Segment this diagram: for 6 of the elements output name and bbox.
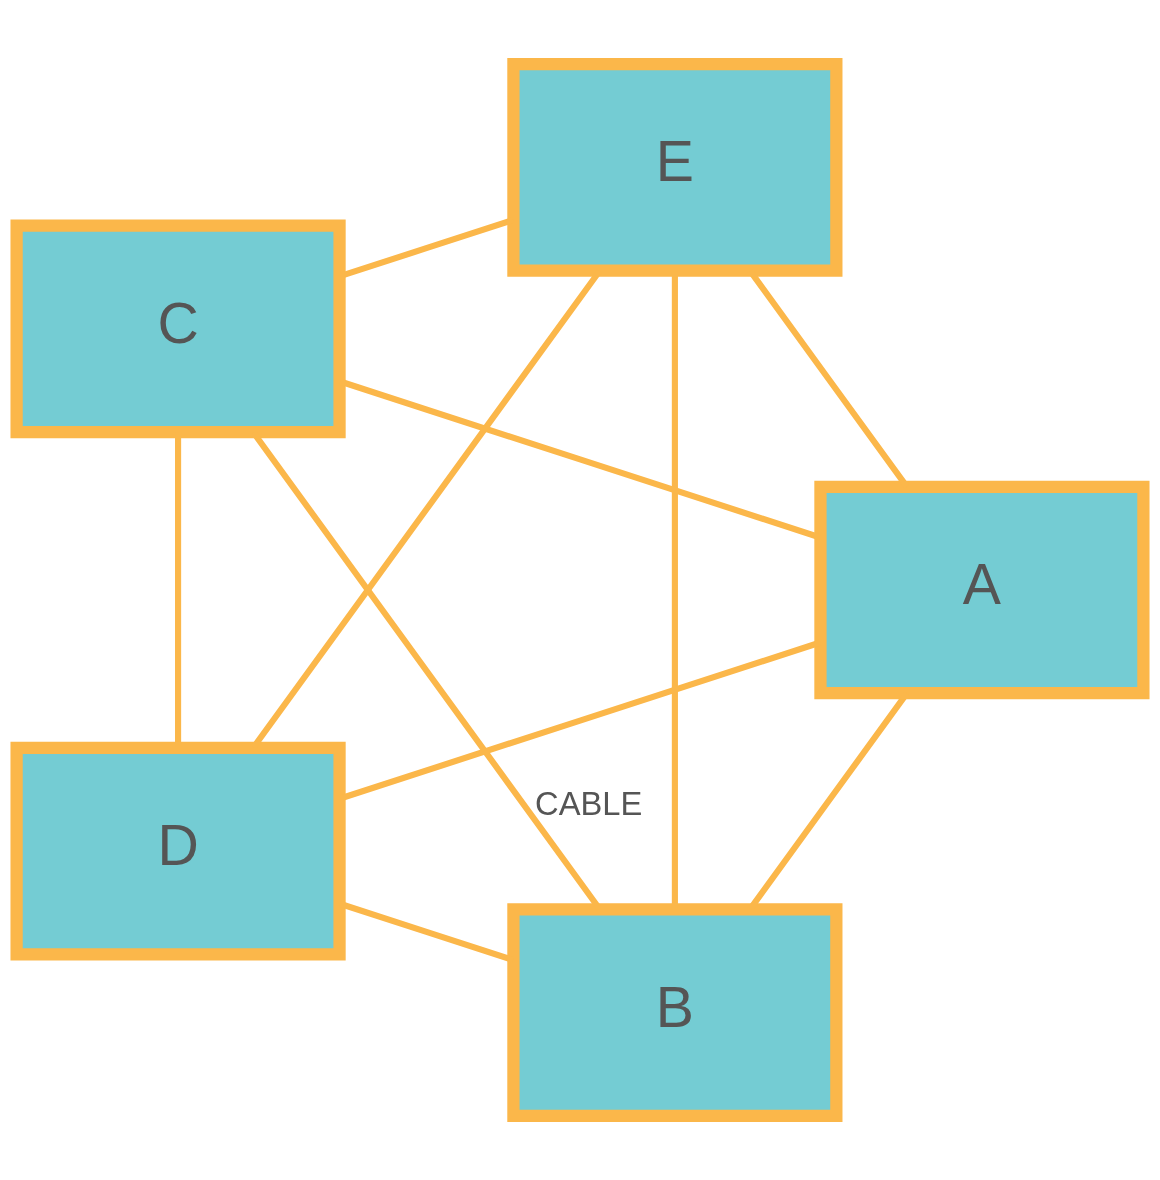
- node-box: E: [507, 58, 843, 277]
- node-box: B: [507, 903, 843, 1122]
- node-box: A: [814, 480, 1150, 700]
- node-box: C: [10, 219, 346, 439]
- edge-label: CABLE: [535, 784, 643, 822]
- node-box: D: [10, 741, 346, 961]
